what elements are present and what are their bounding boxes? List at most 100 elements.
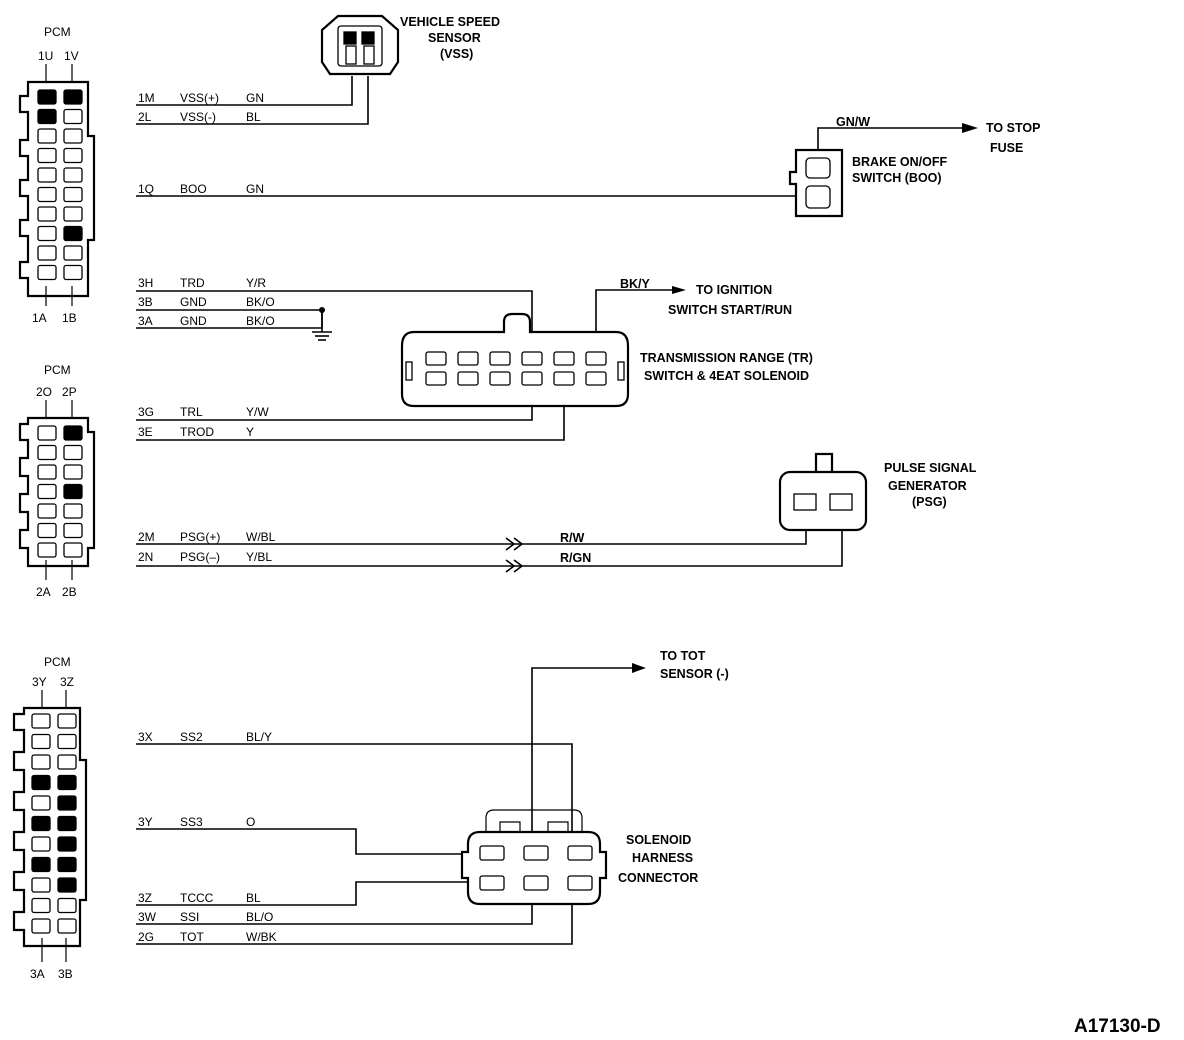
wire-stop-fuse (817, 127, 962, 150)
solenoid-pin (523, 875, 549, 891)
pcm-pin (57, 713, 77, 729)
tr-pin (521, 371, 543, 386)
pcm-pin (37, 128, 57, 144)
wire-ssi (136, 896, 533, 925)
circuit-pin-3w: 3W (138, 910, 157, 924)
pcm-pin (31, 918, 51, 934)
psg-far-color-2: R/GN (560, 551, 591, 565)
pcm-connector-3: PCM 3Y 3Z 3A 3B (12, 655, 88, 981)
stop-fuse-line2: FUSE (990, 141, 1023, 155)
circuit-color-3a: BK/O (246, 314, 275, 328)
solenoid-label-line2: HARNESS (632, 851, 693, 865)
wire-psg-plus (136, 512, 807, 545)
arrow-stop-fuse (962, 123, 978, 133)
pcm-pin (37, 167, 57, 183)
pin-label-2o: 2O (36, 385, 52, 399)
circuit-signal-gnd-1: GND (180, 295, 207, 309)
circuit-labels: 1M VSS(+) GN 2L VSS(-) BL 1Q BOO GN 3H T… (138, 91, 277, 944)
wire-ignition (595, 289, 672, 344)
circuit-color-3x: BL/Y (246, 730, 272, 744)
pcm-pin (37, 225, 57, 242)
tr-pin (585, 351, 607, 366)
tr-pin (489, 371, 511, 386)
solenoid-pin (567, 875, 593, 891)
circuit-pin-1m: 1M (138, 91, 155, 105)
wire-tot (136, 896, 573, 945)
ignition-wire-color: BK/Y (620, 277, 651, 291)
circuit-pin-1q: 1Q (138, 182, 154, 196)
pcm-pin (57, 733, 77, 750)
inline-connector-2 (505, 559, 524, 573)
pcm-pin (37, 503, 57, 519)
pcm-pin (37, 108, 57, 125)
tot-dest-line1: TO TOT (660, 649, 706, 663)
circuit-pin-2m: 2M (138, 530, 155, 544)
boo-switch: GN/W TO STOP FUSE BRAKE ON/OFF SWITCH (B… (788, 115, 1040, 218)
vss-connector: VEHICLE SPEED SENSOR (VSS) (320, 14, 500, 76)
pcm-label-1: PCM (44, 25, 71, 39)
tr-label-line1: TRANSMISSION RANGE (TR) (640, 351, 813, 365)
pcm-pin (31, 836, 51, 852)
circuit-signal-psg-plus: PSG(+) (180, 530, 220, 544)
tr-pin (457, 371, 479, 386)
solenoid-pin (567, 845, 593, 861)
solenoid-harness-connector: TO TOT SENSOR (-) SOLENOID HARNESS CONNE… (460, 649, 729, 906)
pcm-2-body (18, 416, 96, 568)
pcm-pin (37, 522, 57, 539)
pcm-pin (63, 503, 83, 519)
wires (136, 76, 978, 945)
circuit-signal-ss3: SS3 (180, 815, 203, 829)
circuit-color-3y: O (246, 815, 255, 829)
circuit-signal-psg-minus: PSG(–) (180, 550, 220, 564)
circuit-signal-ss2: SS2 (180, 730, 203, 744)
pin-label-1u: 1U (38, 49, 53, 63)
circuit-pin-3z: 3Z (138, 891, 152, 905)
ignition-line1: TO IGNITION (696, 283, 772, 297)
wire-vss-minus (136, 76, 369, 125)
circuit-pin-2n: 2N (138, 550, 153, 564)
circuit-color-2g: W/BK (246, 930, 277, 944)
pcm-pin (37, 425, 57, 441)
pcm-pin (37, 245, 57, 261)
circuit-signal-trl: TRL (180, 405, 203, 419)
tr-pin (521, 351, 543, 366)
circuit-pin-2l: 2L (138, 110, 152, 124)
circuit-signal-vss-minus: VSS(-) (180, 110, 216, 124)
pcm-pin (57, 877, 77, 893)
circuit-signal-tot: TOT (180, 930, 204, 944)
pcm-pin (63, 186, 83, 203)
pcm-pin (37, 464, 57, 480)
pcm-pin (57, 918, 77, 934)
pcm-pin (31, 795, 51, 811)
pcm-pin (63, 522, 83, 539)
pcm-pin (57, 795, 77, 811)
tr-pin (585, 371, 607, 386)
pcm-pin (37, 206, 57, 222)
circuit-color-3h: Y/R (246, 276, 266, 290)
pcm-pin (31, 877, 51, 893)
pcm-pin (37, 147, 57, 164)
solenoid-pin (479, 875, 505, 891)
wire-trd (136, 290, 533, 344)
tr-pin (553, 371, 575, 386)
tr-pin (553, 351, 575, 366)
solenoid-pin (523, 845, 549, 861)
pcm-pin (63, 425, 83, 441)
pcm-pin (63, 167, 83, 183)
tot-dest-line2: SENSOR (-) (660, 667, 729, 681)
pcm-pin (57, 754, 77, 770)
pcm-pin (37, 483, 57, 500)
pcm-pin (37, 89, 57, 105)
solenoid-label-line1: SOLENOID (626, 833, 691, 847)
vss-label-line3: (VSS) (440, 47, 473, 61)
pcm-pin (63, 264, 83, 281)
pin-label-3b: 3B (58, 967, 73, 981)
figure-reference: A17130-D (1074, 1016, 1161, 1037)
circuit-pin-3h: 3H (138, 276, 153, 290)
circuit-color-2l: BL (246, 110, 261, 124)
pcm-pin (37, 264, 57, 281)
arrow-tot-sensor (632, 663, 646, 673)
pin-label-1a: 1A (32, 311, 47, 325)
pcm-pin (57, 815, 77, 832)
circuit-color-3g: Y/W (246, 405, 269, 419)
